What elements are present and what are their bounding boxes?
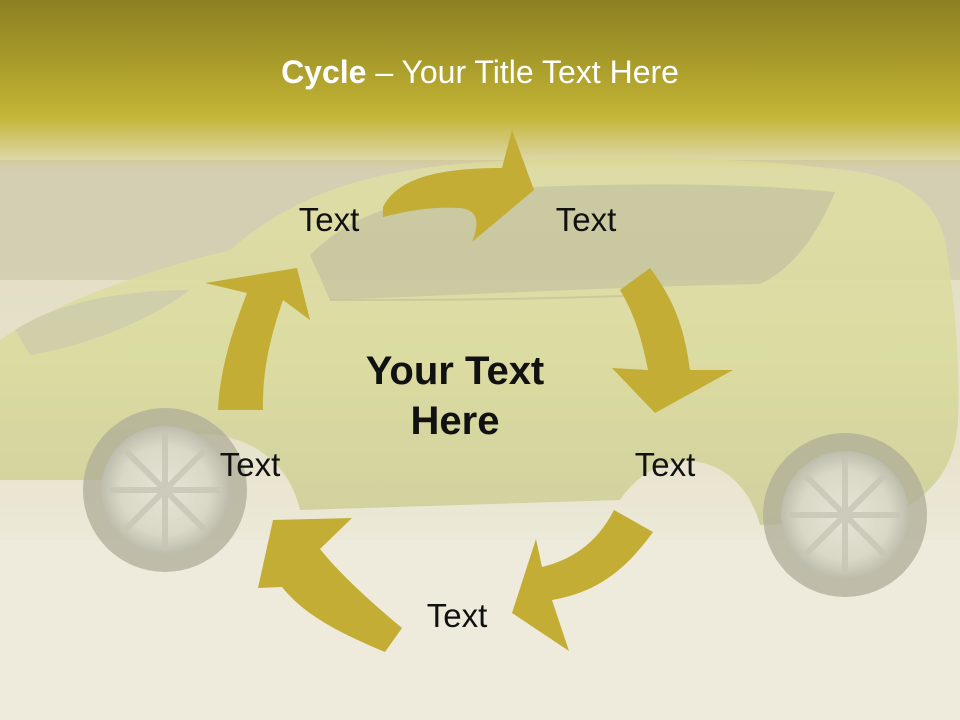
center-text: Your Text Here — [365, 349, 545, 443]
cycle-arrow-5 — [205, 268, 310, 410]
cycle-arrow-3 — [512, 510, 653, 651]
node-label-top-left: Text — [298, 201, 360, 238]
slide-title: Cycle – Your Title Text Here — [0, 54, 960, 91]
node-label-left: Text — [219, 446, 281, 483]
node-label-top-right: Text — [555, 201, 617, 238]
title-bold: Cycle — [281, 54, 367, 90]
title-band — [0, 0, 960, 170]
node-label-bottom: Text — [426, 597, 488, 634]
cycle-arrow-2 — [612, 268, 733, 413]
title-rest: – Your Title Text Here — [366, 54, 679, 90]
cycle-arrow-1 — [383, 130, 534, 242]
node-label-right: Text — [634, 446, 696, 483]
cycle-arrow-4 — [258, 518, 402, 652]
